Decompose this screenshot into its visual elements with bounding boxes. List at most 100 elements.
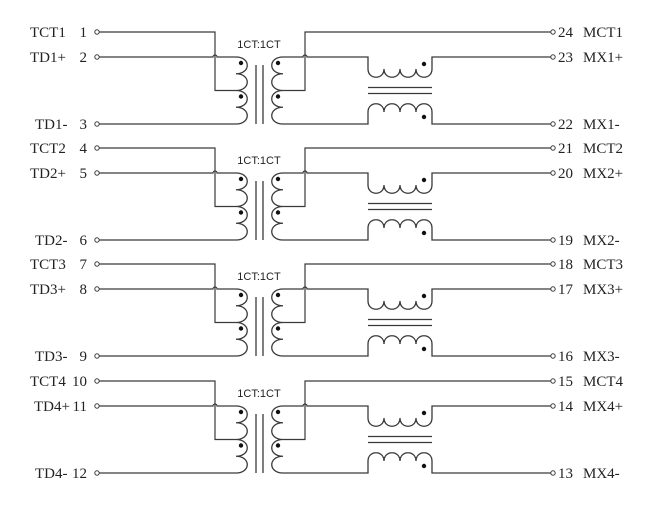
right-pin-number: 22 bbox=[558, 117, 573, 133]
polarity-dot bbox=[238, 292, 244, 298]
polarity-dot bbox=[421, 410, 427, 416]
pin-terminal bbox=[94, 378, 100, 384]
polarity-dot bbox=[421, 293, 427, 299]
pin-terminal bbox=[94, 403, 100, 409]
primary-plus-wire bbox=[99, 170, 236, 174]
polarity-dot bbox=[421, 463, 427, 469]
left-pin-number: 10 bbox=[72, 374, 87, 390]
primary-center-tap-wire bbox=[99, 263, 236, 324]
primary-coil bbox=[235, 56, 248, 125]
right-pin-name: MX4- bbox=[583, 466, 620, 482]
left-pin-number: 4 bbox=[80, 141, 88, 157]
secondary-center-tap-wire bbox=[283, 380, 551, 441]
pin-terminal bbox=[94, 121, 100, 127]
pin-terminal bbox=[550, 170, 556, 176]
left-pin-number: 7 bbox=[80, 257, 88, 273]
right-pin-number: 15 bbox=[558, 374, 573, 390]
right-pin-name: MX3+ bbox=[583, 282, 623, 298]
left-pin-name: TD3- bbox=[35, 349, 68, 365]
primary-coil bbox=[235, 405, 248, 474]
left-pin-name: TD2+ bbox=[30, 166, 66, 182]
pin-terminal bbox=[550, 378, 556, 384]
choke-lower-winding bbox=[283, 452, 551, 474]
choke-lower-winding bbox=[283, 103, 551, 125]
right-pin-number: 16 bbox=[558, 349, 574, 365]
left-pin-number: 9 bbox=[80, 349, 88, 365]
right-pin-number: 24 bbox=[558, 25, 574, 41]
polarity-dot bbox=[421, 61, 427, 67]
right-pin-name: MX4+ bbox=[583, 399, 623, 415]
secondary-coil bbox=[271, 56, 284, 125]
right-pin-number: 23 bbox=[558, 50, 573, 66]
polarity-dot bbox=[275, 210, 281, 215]
polarity-dot bbox=[238, 210, 244, 215]
right-pin-name: MX2+ bbox=[583, 166, 623, 182]
left-pin-name: TD2- bbox=[35, 233, 68, 249]
left-pin-name: TD1+ bbox=[30, 50, 66, 66]
polarity-dot bbox=[238, 176, 244, 182]
polarity-dot bbox=[238, 443, 244, 448]
pin-terminal bbox=[550, 261, 556, 267]
secondary-coil bbox=[271, 172, 284, 241]
polarity-dot bbox=[275, 60, 281, 66]
pin-terminal bbox=[550, 237, 556, 243]
pin-terminal bbox=[550, 145, 556, 151]
right-pin-number: 20 bbox=[558, 166, 573, 182]
right-pin-name: MCT3 bbox=[583, 257, 623, 273]
turns-ratio-label: 1CT:1CT bbox=[237, 39, 281, 51]
choke-upper-winding bbox=[283, 170, 551, 194]
polarity-dot bbox=[421, 114, 427, 120]
choke-upper-winding bbox=[283, 286, 551, 310]
primary-center-tap-wire bbox=[99, 147, 236, 208]
polarity-dot bbox=[275, 292, 281, 298]
polarity-dot bbox=[421, 177, 427, 183]
primary-center-tap-wire bbox=[99, 31, 236, 92]
left-pin-number: 8 bbox=[80, 282, 88, 298]
pin-terminal bbox=[550, 54, 556, 60]
pin-terminal bbox=[94, 29, 100, 35]
right-pin-name: MCT2 bbox=[583, 141, 623, 157]
primary-coil bbox=[235, 172, 248, 241]
right-pin-name: MX2- bbox=[583, 233, 620, 249]
left-pin-number: 12 bbox=[72, 466, 87, 482]
left-pin-number: 6 bbox=[80, 233, 88, 249]
pin-terminal bbox=[94, 54, 100, 60]
pin-terminal bbox=[550, 121, 556, 127]
left-pin-name: TCT3 bbox=[30, 257, 66, 273]
left-pin-name: TD4+ bbox=[34, 399, 70, 415]
left-pin-name: TCT1 bbox=[30, 25, 66, 41]
pin-terminal bbox=[550, 286, 556, 292]
polarity-dot bbox=[275, 443, 281, 448]
right-pin-number: 14 bbox=[558, 399, 574, 415]
left-pin-number: 5 bbox=[80, 166, 88, 182]
left-pin-name: TD1- bbox=[35, 117, 68, 133]
left-pin-number: 11 bbox=[73, 399, 87, 415]
pin-terminal bbox=[550, 403, 556, 409]
polarity-dot bbox=[275, 176, 281, 182]
primary-coil bbox=[235, 288, 248, 357]
pin-terminal bbox=[94, 470, 100, 476]
pin-terminal bbox=[94, 237, 100, 243]
polarity-dot bbox=[238, 326, 244, 331]
polarity-dot bbox=[238, 409, 244, 415]
choke-lower-winding bbox=[283, 335, 551, 357]
right-pin-number: 18 bbox=[558, 257, 573, 273]
primary-plus-wire bbox=[99, 286, 236, 290]
polarity-dot bbox=[421, 346, 427, 352]
pin-terminal bbox=[550, 470, 556, 476]
right-pin-name: MX1+ bbox=[583, 50, 623, 66]
right-pin-name: MX3- bbox=[583, 349, 620, 365]
right-pin-number: 21 bbox=[558, 141, 573, 157]
pin-terminal bbox=[94, 145, 100, 151]
pin-terminal bbox=[94, 286, 100, 292]
polarity-dot bbox=[238, 60, 244, 66]
pin-terminal bbox=[550, 353, 556, 359]
right-pin-name: MCT4 bbox=[583, 374, 624, 390]
pin-terminal bbox=[550, 29, 556, 35]
left-pin-name: TCT2 bbox=[30, 141, 66, 157]
turns-ratio-label: 1CT:1CT bbox=[237, 271, 281, 283]
